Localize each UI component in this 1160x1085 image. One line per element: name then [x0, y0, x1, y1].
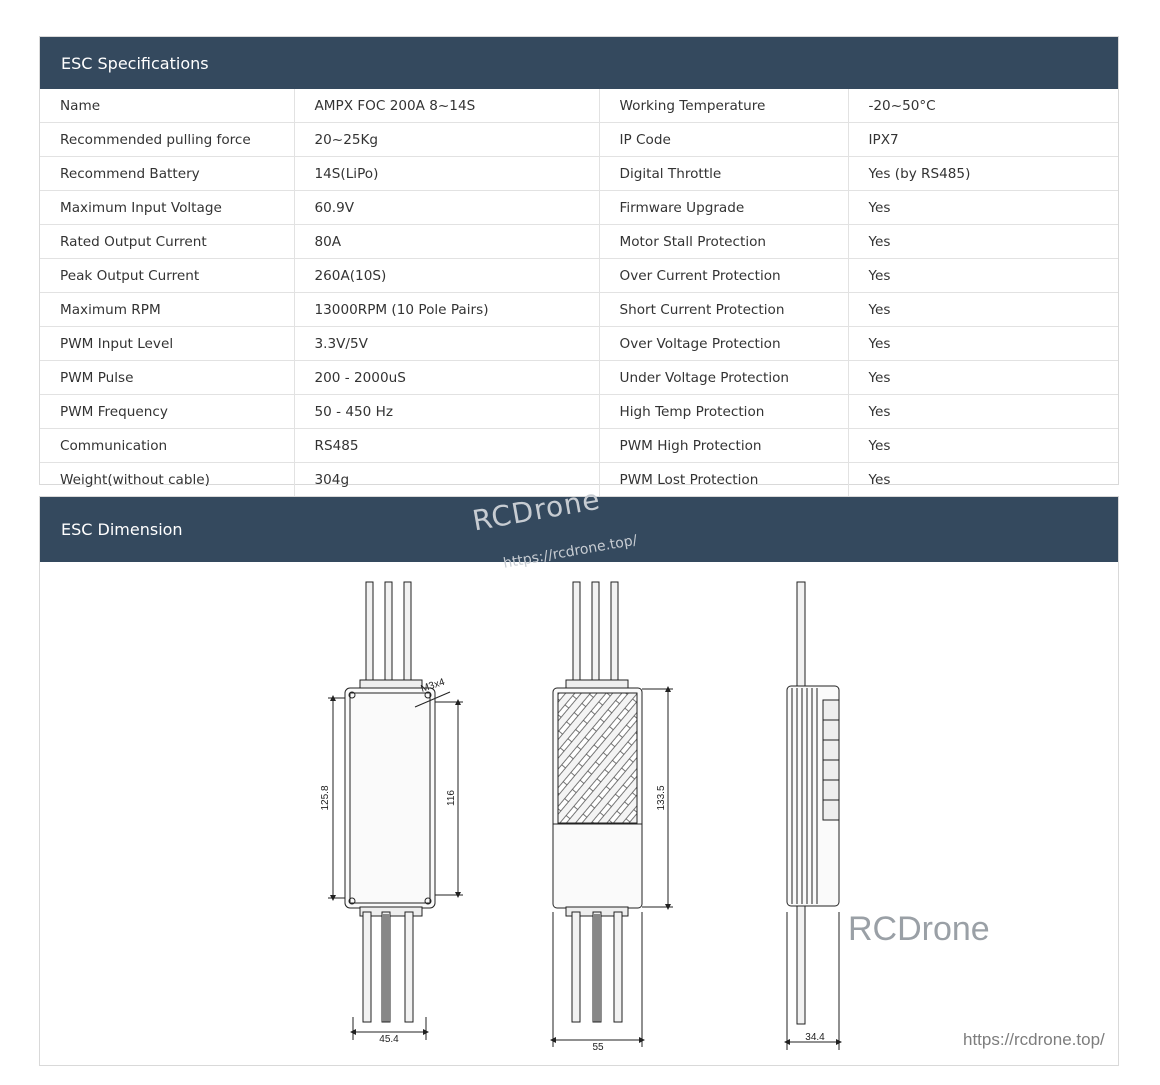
spec-feature-value: Yes (by RS485) — [848, 156, 1118, 191]
spec-param-value: 50 - 450 Hz — [294, 394, 600, 429]
side-view — [784, 581, 842, 1050]
spec-feature-value: Yes — [848, 292, 1118, 327]
spec-feature-value: Yes — [848, 224, 1118, 259]
spec-param-value: 200 - 2000uS — [294, 360, 600, 395]
spec-feature-name: Over Voltage Protection — [599, 326, 849, 361]
label-height-outer: 125.8 — [320, 785, 331, 810]
spec-param-value: 13000RPM (10 Pole Pairs) — [294, 292, 600, 327]
spec-param-value: 14S(LiPo) — [294, 156, 600, 191]
spec-param-value: RS485 — [294, 428, 600, 463]
spec-feature-value: Yes — [848, 190, 1118, 225]
spec-param-name: Rated Output Current — [40, 224, 295, 259]
spec-feature-name: Under Voltage Protection — [599, 360, 849, 395]
spec-param-name: Recommended pulling force — [40, 122, 295, 157]
spec-param-name: Name — [40, 89, 295, 123]
spec-feature-value: IPX7 — [848, 122, 1118, 157]
spec-param-value: 20~25Kg — [294, 122, 600, 157]
spec-param-name: Recommend Battery — [40, 156, 295, 191]
spec-param-value: 304g — [294, 462, 600, 496]
spec-title: ESC Specifications — [40, 37, 1118, 89]
spec-feature-name: Digital Throttle — [599, 156, 849, 191]
spec-feature-name: Short Current Protection — [599, 292, 849, 327]
label-width-back: 55 — [592, 1042, 604, 1053]
spec-feature-name: PWM High Protection — [599, 428, 849, 463]
spec-feature-value: -20~50°C — [868, 97, 936, 114]
spec-param-value: AMPX FOC 200A 8~14S — [294, 89, 600, 123]
spec-param-name: PWM Input Level — [40, 326, 295, 361]
spec-feature-name: Working Temperature — [599, 89, 849, 123]
spec-feature-value: Yes — [848, 326, 1118, 361]
spec-feature-name: IP Code — [599, 122, 849, 157]
spec-feature-name: Motor Stall Protection — [599, 224, 849, 259]
spec-feature-value: Yes — [848, 258, 1118, 293]
label-width-side: 34.4 — [805, 1032, 825, 1043]
spec-param-value: 60.9V — [294, 190, 600, 225]
spec-param-value: 260A(10S) — [294, 258, 600, 293]
watermark-brand-large: RCDrone — [848, 910, 990, 948]
spec-feature-value: Yes — [848, 462, 1118, 496]
label-height-inner: 116 — [446, 790, 457, 806]
spec-param-name: PWM Frequency — [40, 394, 295, 429]
spec-param-name: Peak Output Current — [40, 258, 295, 293]
spec-feature-name: Firmware Upgrade — [599, 190, 849, 225]
spec-param-name: Weight(without cable) — [40, 462, 295, 496]
label-height-back: 133.5 — [656, 785, 667, 810]
spec-param-name: PWM Pulse — [40, 360, 295, 395]
spec-param-value: 80A — [294, 224, 600, 259]
dimension-drawing: M3x4 125.8 116 45.4 — [40, 562, 1118, 1065]
spec-feature-value: Yes — [848, 360, 1118, 395]
label-width-front: 45.4 — [379, 1034, 399, 1045]
back-view — [550, 581, 673, 1047]
spec-param-name: Maximum Input Voltage — [40, 190, 295, 225]
spec-param-value: 3.3V/5V — [294, 326, 600, 361]
spec-feature-value: Yes — [848, 394, 1118, 429]
dimension-title: ESC Dimension — [40, 497, 1118, 562]
front-view — [328, 581, 463, 1040]
esc-drawing-svg: M3x4 125.8 116 45.4 — [320, 581, 842, 1053]
watermark-url-footer: https://rcdrone.top/ — [963, 1030, 1105, 1049]
dimension-panel: ESC Dimension — [39, 496, 1119, 1066]
spec-feature-name: PWM Lost Protection — [599, 462, 849, 496]
spec-feature-name: High Temp Protection — [599, 394, 849, 429]
spec-feature-name: Over Current Protection — [599, 258, 849, 293]
spec-param-name: Communication — [40, 428, 295, 463]
spec-param-name: Maximum RPM — [40, 292, 295, 327]
spec-feature-value: Yes — [848, 428, 1118, 463]
